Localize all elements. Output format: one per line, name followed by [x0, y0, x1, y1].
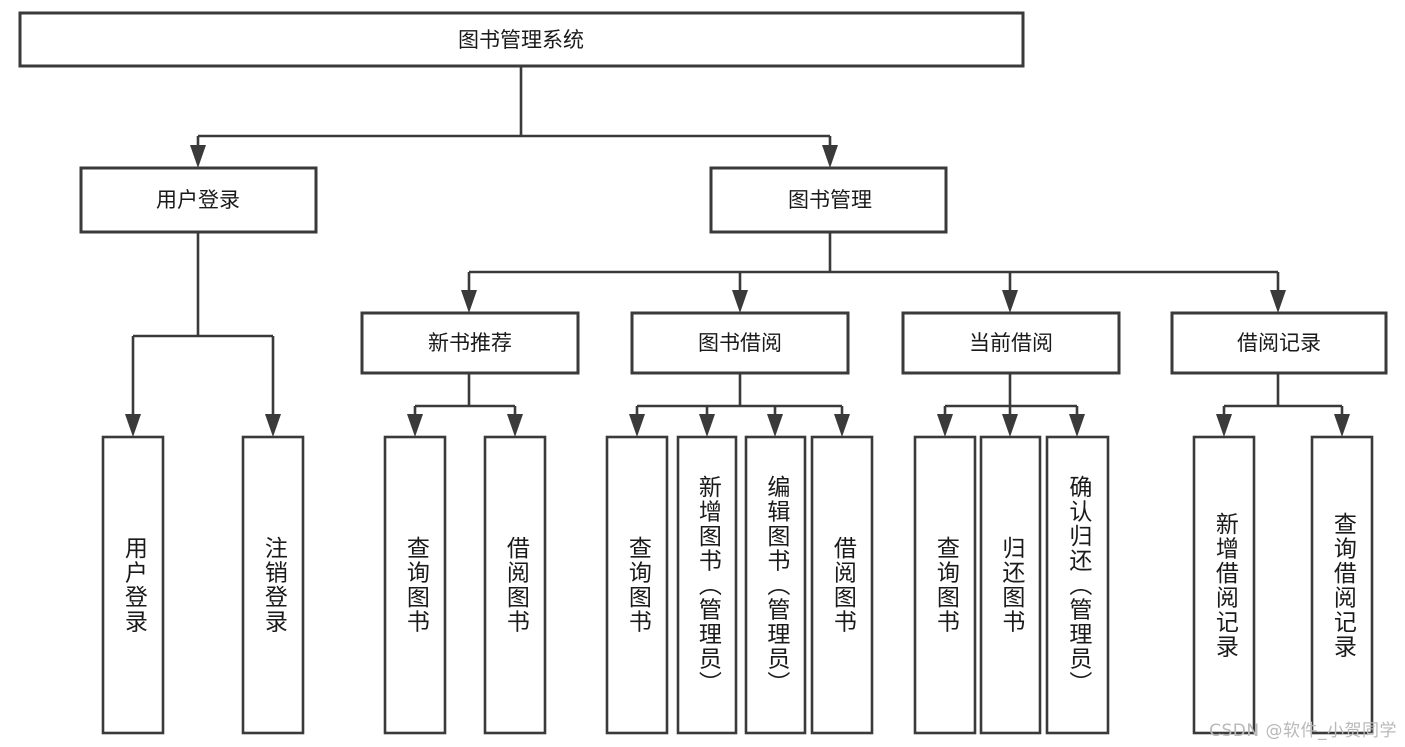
node-book-manage-box[interactable]: [709, 166, 948, 234]
arrow-head-leaf-edit-book: [767, 414, 783, 437]
node-leaf-query-book-3-box[interactable]: [913, 435, 977, 735]
node-leaf-add-record-box[interactable]: [1192, 435, 1256, 735]
arrow-head-leaf-borrow-book-1: [507, 414, 523, 437]
node-book-manage[interactable]: 图书管理: [709, 166, 948, 234]
arrow-head-leaf-add-record: [1216, 414, 1232, 437]
arrow-head-leaf-confirm-return: [1069, 414, 1085, 437]
node-book-borrow-label: 图书借阅: [698, 331, 782, 355]
arrow-head-leaf-user-login: [125, 414, 141, 437]
arrow-head-to-book-manage: [822, 145, 838, 168]
node-root-box[interactable]: [18, 11, 1025, 68]
node-current-borrow-box[interactable]: [901, 311, 1121, 375]
arrow-head-leaf-query-book-1: [407, 414, 423, 437]
node-leaf-return-book-box[interactable]: [979, 435, 1042, 735]
node-leaf-add-book-box[interactable]: [676, 435, 738, 735]
node-new-book-recommend-box[interactable]: [360, 311, 580, 375]
arrow-head-borrow-record: [1270, 290, 1286, 313]
node-book-borrow[interactable]: 图书借阅: [630, 311, 850, 375]
node-book-borrow-box[interactable]: [630, 311, 850, 375]
csdn-watermark: CSDN @软件_小贺同学: [1209, 721, 1397, 741]
node-book-manage-label: 图书管理: [788, 188, 872, 212]
arrow-head-leaf-query-book-2: [629, 414, 645, 437]
arrow-head-leaf-borrow-book-2: [834, 414, 850, 437]
edge-layer: [125, 66, 1350, 437]
node-leaf-query-record-box[interactable]: [1310, 435, 1374, 735]
node-borrow-record-label: 借阅记录: [1237, 331, 1321, 355]
arrow-head-leaf-query-book-3: [937, 414, 953, 437]
node-new-book-recommend-label: 新书推荐: [428, 331, 512, 355]
arrow-head-book-borrow: [732, 290, 748, 313]
node-user-login-box[interactable]: [79, 166, 318, 234]
node-leaf-borrow-book-1-box[interactable]: [483, 435, 547, 735]
node-root-label: 图书管理系统: [458, 28, 584, 52]
node-user-login-label: 用户登录: [156, 188, 240, 212]
arrow-head-leaf-return-book: [1002, 414, 1018, 437]
node-current-borrow[interactable]: 当前借阅: [901, 311, 1121, 375]
node-current-borrow-label: 当前借阅: [969, 331, 1053, 355]
node-leaf-borrow-book-2-box[interactable]: [810, 435, 874, 735]
node-leaf-query-book-1-box[interactable]: [383, 435, 447, 735]
node-leaf-confirm-return-box[interactable]: [1045, 435, 1110, 735]
arrow-head-leaf-user-logout: [265, 414, 281, 437]
node-new-book-recommend[interactable]: 新书推荐: [360, 311, 580, 375]
node-user-login[interactable]: 用户登录: [79, 166, 318, 234]
node-leaf-user-login-box[interactable]: [101, 435, 165, 735]
node-root[interactable]: 图书管理系统: [18, 11, 1025, 68]
arrow-head-leaf-add-book: [699, 414, 715, 437]
arrow-head-current-borrow: [1002, 290, 1018, 313]
arrow-head-to-user-login: [190, 145, 206, 168]
node-leaf-query-book-2-box[interactable]: [605, 435, 669, 735]
node-borrow-record-box[interactable]: [1170, 311, 1388, 375]
node-leaf-user-logout-box[interactable]: [241, 435, 305, 735]
leaf-box-layer: [101, 435, 1374, 735]
arrow-head-new-book-recommend: [461, 290, 477, 313]
arrow-head-leaf-query-record: [1334, 414, 1350, 437]
node-borrow-record[interactable]: 借阅记录: [1170, 311, 1388, 375]
node-leaf-edit-book-box[interactable]: [744, 435, 807, 735]
